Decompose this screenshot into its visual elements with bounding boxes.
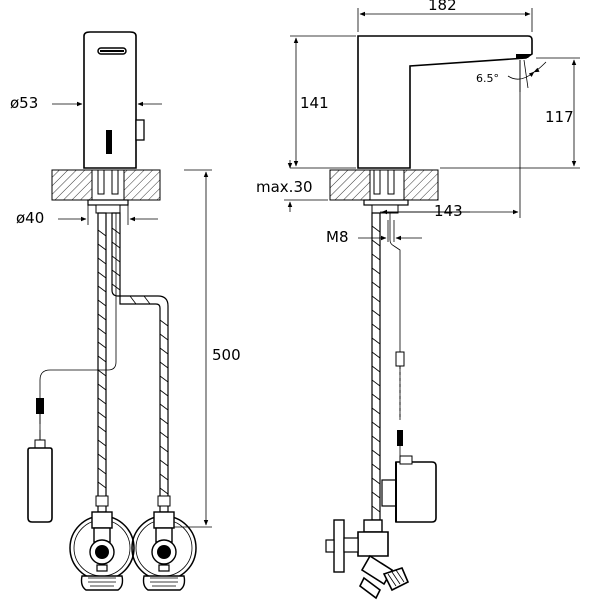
angle-valve-side [325, 519, 410, 600]
solenoid-box-side [381, 455, 437, 523]
angle-valve-left-front [69, 511, 135, 591]
dimension-thread: M8 [326, 220, 422, 246]
hose-right-front [111, 212, 171, 513]
dimension-body-diameter: ø53 [10, 94, 162, 112]
dimension-spout-height: 117 [440, 57, 580, 169]
side-view: 6.5° [256, 0, 580, 600]
hose-left-front [95, 212, 109, 513]
mounting-stud-front [87, 169, 129, 214]
label-spout-height: 117 [545, 108, 574, 126]
mounting-stud-side [363, 169, 409, 214]
dimension-counter-thickness: max.30 [256, 160, 328, 212]
label-thread: M8 [326, 228, 349, 246]
label-body-diameter: ø53 [10, 94, 38, 112]
dimension-hose-length: 500 [174, 169, 241, 528]
faucet-body-front [83, 31, 145, 169]
dimension-angle: 6.5° [476, 59, 547, 92]
dimension-body-height: 141 [290, 35, 356, 169]
label-reach: 143 [434, 202, 463, 220]
label-angle: 6.5° [476, 72, 499, 85]
battery-box-front [27, 213, 117, 523]
label-nut-diameter: ø40 [16, 209, 44, 227]
front-view: ø53 ø40 500 [10, 31, 241, 591]
dimension-spout-length: 182 [357, 0, 533, 32]
label-spout-length: 182 [428, 0, 457, 14]
label-counter-thickness: max.30 [256, 178, 313, 196]
dimension-nut-diameter: ø40 [16, 205, 158, 227]
angle-valve-right-front [131, 511, 197, 591]
label-body-height: 141 [300, 94, 329, 112]
label-hose-length: 500 [212, 346, 241, 364]
dimension-reach: 143 [380, 60, 521, 220]
hose-side [371, 212, 381, 521]
faucet-body-side [357, 35, 533, 169]
sensor-cable-side [389, 213, 405, 458]
